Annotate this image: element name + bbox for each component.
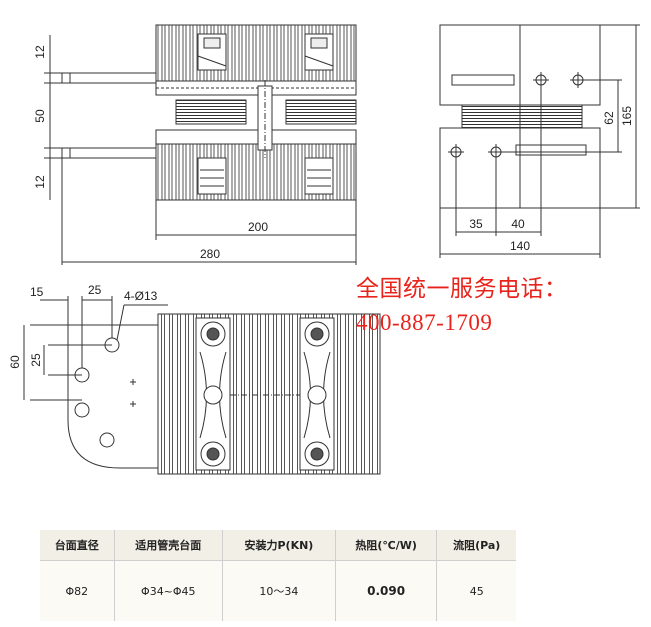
hole-4 bbox=[99, 432, 115, 448]
side-view bbox=[439, 24, 640, 258]
service-hotline: 全国统一服务电话： 400-887-1709 bbox=[356, 272, 568, 340]
bolt-bottom-right bbox=[304, 157, 334, 195]
header-applicable-case: 适用管壳台面 bbox=[114, 530, 224, 561]
cell-thermal-resistance: 0.090 bbox=[335, 560, 438, 621]
header-mounting-force: 安装力P(KN) bbox=[222, 530, 336, 561]
dim-bottom-12: 12 bbox=[33, 175, 47, 189]
dim-40: 40 bbox=[511, 217, 525, 231]
spec-header-row: 台面直径 适用管壳台面 安装力P(KN) 热阻(℃/W) 流阻(Pa) bbox=[40, 530, 516, 561]
table-row: Φ82 Φ34~Φ45 10～34 0.090 45 bbox=[40, 560, 516, 621]
dim-width-200: 200 bbox=[248, 220, 268, 234]
cell-applicable-case: Φ34~Φ45 bbox=[114, 560, 224, 621]
left-spring-stack bbox=[175, 99, 247, 125]
hotline-label: 全国统一服务电话： bbox=[356, 276, 568, 301]
header-flow-resistance: 流阻(Pa) bbox=[436, 530, 516, 561]
dim-15: 15 bbox=[30, 285, 44, 299]
dim-140: 140 bbox=[510, 239, 530, 253]
header-thermal-resistance: 热阻(℃/W) bbox=[335, 530, 438, 561]
dim-60: 60 bbox=[8, 355, 22, 369]
spec-table: 台面直径 适用管壳台面 安装力P(KN) 热阻(℃/W) 流阻(Pa) Φ82 … bbox=[40, 530, 516, 621]
plan-view bbox=[23, 296, 381, 475]
cell-surface-diameter: Φ82 bbox=[40, 560, 115, 621]
dim-height-165: 165 bbox=[620, 106, 634, 126]
right-spring-stack bbox=[285, 99, 357, 125]
dim-4-holes: 4-Ø13 bbox=[124, 289, 158, 303]
cell-mounting-force: 10～34 bbox=[222, 560, 336, 621]
cell-flow-resistance: 45 bbox=[436, 560, 516, 621]
dim-25-side: 25 bbox=[29, 353, 43, 367]
dim-mid-62: 62 bbox=[602, 111, 616, 125]
lower-busbar bbox=[61, 147, 159, 159]
header-surface-diameter: 台面直径 bbox=[40, 530, 115, 561]
bolt-bottom-left bbox=[197, 157, 227, 195]
side-spring-stack bbox=[461, 104, 583, 129]
upper-busbar bbox=[61, 72, 159, 84]
hotline-number: 400-887-1709 bbox=[356, 310, 493, 335]
dim-25-top: 25 bbox=[88, 283, 102, 297]
dim-width-280: 280 bbox=[200, 247, 220, 261]
hole-3 bbox=[74, 402, 90, 418]
dim-middle-50: 50 bbox=[33, 109, 47, 123]
mounting-plate bbox=[67, 324, 159, 469]
front-view bbox=[44, 24, 357, 265]
dim-35: 35 bbox=[469, 217, 483, 231]
dim-top-12: 12 bbox=[33, 45, 47, 59]
plan-heatsink bbox=[157, 313, 381, 475]
